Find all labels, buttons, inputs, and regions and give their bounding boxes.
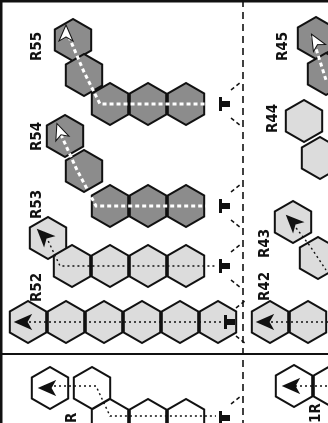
- routes-layer: [8, 15, 328, 423]
- route-r54: [45, 113, 242, 229]
- route-r43-hex-2: [298, 235, 328, 281]
- route-r44-hex-2: [300, 135, 328, 181]
- route-r52-hex-1: [8, 299, 48, 345]
- route-r55-hex-5: [166, 81, 206, 127]
- exit-marker-icon: [219, 395, 242, 423]
- arrowhead-icon: [36, 228, 56, 248]
- route-r53-hex-2: [52, 243, 92, 289]
- route-r55-hex-2: [64, 52, 104, 98]
- arrowhead-icon: [281, 377, 301, 395]
- route-bottom-right: [274, 363, 328, 409]
- exit-marker-icon: [224, 299, 247, 345]
- route-bottom-left-hex-3: [90, 397, 130, 423]
- route-label-r44: R44: [263, 104, 281, 133]
- route-r52-hex-4: [122, 299, 162, 345]
- route-r54-path: [56, 127, 216, 208]
- route-labels: R55 R54 R53 R52 R45 R44 R43 R42 R 1R: [27, 32, 324, 423]
- route-label-r53: R53: [27, 190, 45, 219]
- route-r54-hex-4: [128, 183, 168, 229]
- route-label-r45: R45: [273, 32, 291, 61]
- route-r55: [53, 17, 242, 127]
- route-r53-hex-5: [166, 243, 206, 289]
- route-r42-hex-1: [250, 299, 290, 345]
- route-r53: [28, 215, 242, 289]
- route-r55-path: [64, 29, 216, 106]
- route-r45-hex-2: [306, 51, 328, 97]
- arrowhead-icon: [310, 33, 328, 54]
- route-r52-hex-6: [198, 299, 238, 345]
- route-r54-hex-2: [64, 148, 104, 194]
- route-r53-hex-3: [90, 243, 130, 289]
- arrowhead-icon: [37, 379, 57, 397]
- route-bottom-left-hex-5: [166, 397, 206, 423]
- exit-marker-icon: [219, 243, 242, 289]
- route-r43-path: [289, 219, 327, 271]
- arrowhead-icon: [255, 313, 275, 331]
- route-r45: [296, 15, 328, 97]
- route-label-r-bottom-left: R: [62, 412, 80, 423]
- route-r44-hex-1: [284, 98, 324, 144]
- route-label-r54: R54: [27, 122, 45, 151]
- arrowhead-icon: [57, 23, 75, 43]
- route-label-r52: R52: [27, 273, 45, 302]
- exit-marker-icon: [219, 81, 242, 127]
- route-r43: [273, 199, 328, 281]
- route-r53-path: [43, 231, 216, 267]
- arrowhead-icon: [13, 313, 33, 331]
- route-bottom-left-path: [44, 385, 216, 417]
- route-label-r42: R42: [255, 272, 273, 301]
- arrowhead-icon: [285, 214, 305, 234]
- arrowhead-icon: [55, 122, 71, 143]
- route-label-1r-bottom-right: 1R: [306, 403, 324, 423]
- route-label-r55: R55: [27, 32, 45, 61]
- route-r42: [250, 299, 328, 345]
- route-r52: [8, 299, 247, 345]
- exit-marker-icon: [219, 183, 242, 229]
- route-r44: [284, 98, 328, 181]
- route-bottom-left-hex-4: [128, 397, 168, 423]
- route-label-r43: R43: [255, 229, 273, 258]
- route-bottom-left: [30, 365, 242, 423]
